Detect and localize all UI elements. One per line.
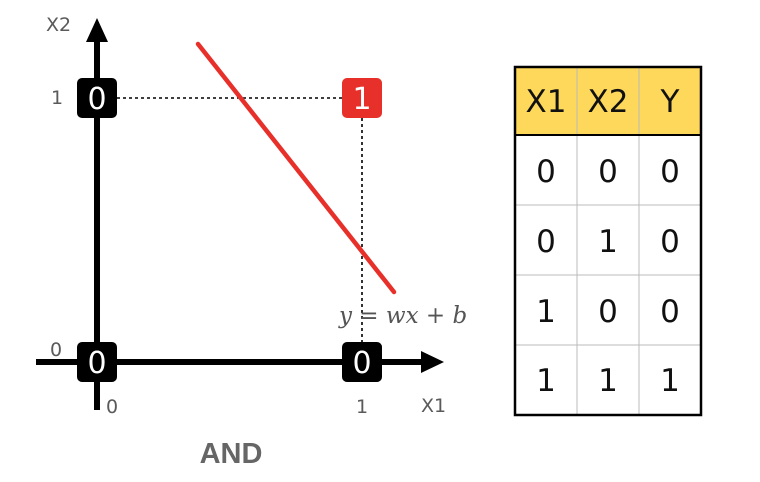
table-cell: 1 xyxy=(660,363,680,399)
table-header-x2: X2 xyxy=(588,84,629,120)
table-cell: 1 xyxy=(598,224,618,260)
table-cell: 0 xyxy=(536,224,556,260)
point-0-0: 0 xyxy=(77,342,117,382)
point-1-0-value: 0 xyxy=(352,346,371,381)
point-1-0: 0 xyxy=(342,342,382,382)
table-row: 1 1 1 xyxy=(536,363,680,399)
table-cell: 0 xyxy=(660,224,680,260)
y-axis-label: X2 xyxy=(46,14,71,36)
table-header-y: Y xyxy=(660,84,680,120)
table-cell: 0 xyxy=(598,154,618,190)
point-1-1-value: 1 xyxy=(352,82,371,117)
point-1-1: 1 xyxy=(342,78,382,118)
table-cell: 1 xyxy=(598,363,618,399)
table-header-background xyxy=(515,67,701,135)
table-border xyxy=(513,65,703,417)
table-cell: 0 xyxy=(598,294,618,330)
table-row: 1 0 0 xyxy=(536,294,680,330)
y-tick-1: 1 xyxy=(51,87,63,109)
table-header-x1: X1 xyxy=(526,84,567,120)
table-cell: 0 xyxy=(660,294,680,330)
point-0-0-value: 0 xyxy=(87,346,106,381)
diagram-caption: AND xyxy=(200,438,263,470)
truth-table: X1 X2 Y 0 0 0 0 1 0 1 0 0 1 1 1 xyxy=(513,65,703,417)
x-tick-0: 0 xyxy=(106,396,118,418)
table-cell: 0 xyxy=(536,154,556,190)
table-row: 0 0 0 xyxy=(536,154,680,190)
x-axis-label: X1 xyxy=(421,395,446,417)
table-cell: 0 xyxy=(660,154,680,190)
equation-label: y = wx + b xyxy=(338,303,467,329)
table-cell: 1 xyxy=(536,363,556,399)
x-tick-1: 1 xyxy=(356,396,368,418)
decision-line xyxy=(195,41,397,295)
y-axis-arrow xyxy=(86,18,108,42)
point-0-1: 0 xyxy=(77,78,117,118)
table-row: 0 1 0 xyxy=(536,224,680,260)
x-axis-arrow xyxy=(421,351,444,373)
y-tick-0: 0 xyxy=(50,339,62,361)
point-0-1-value: 0 xyxy=(87,82,106,117)
table-cell: 1 xyxy=(536,294,556,330)
